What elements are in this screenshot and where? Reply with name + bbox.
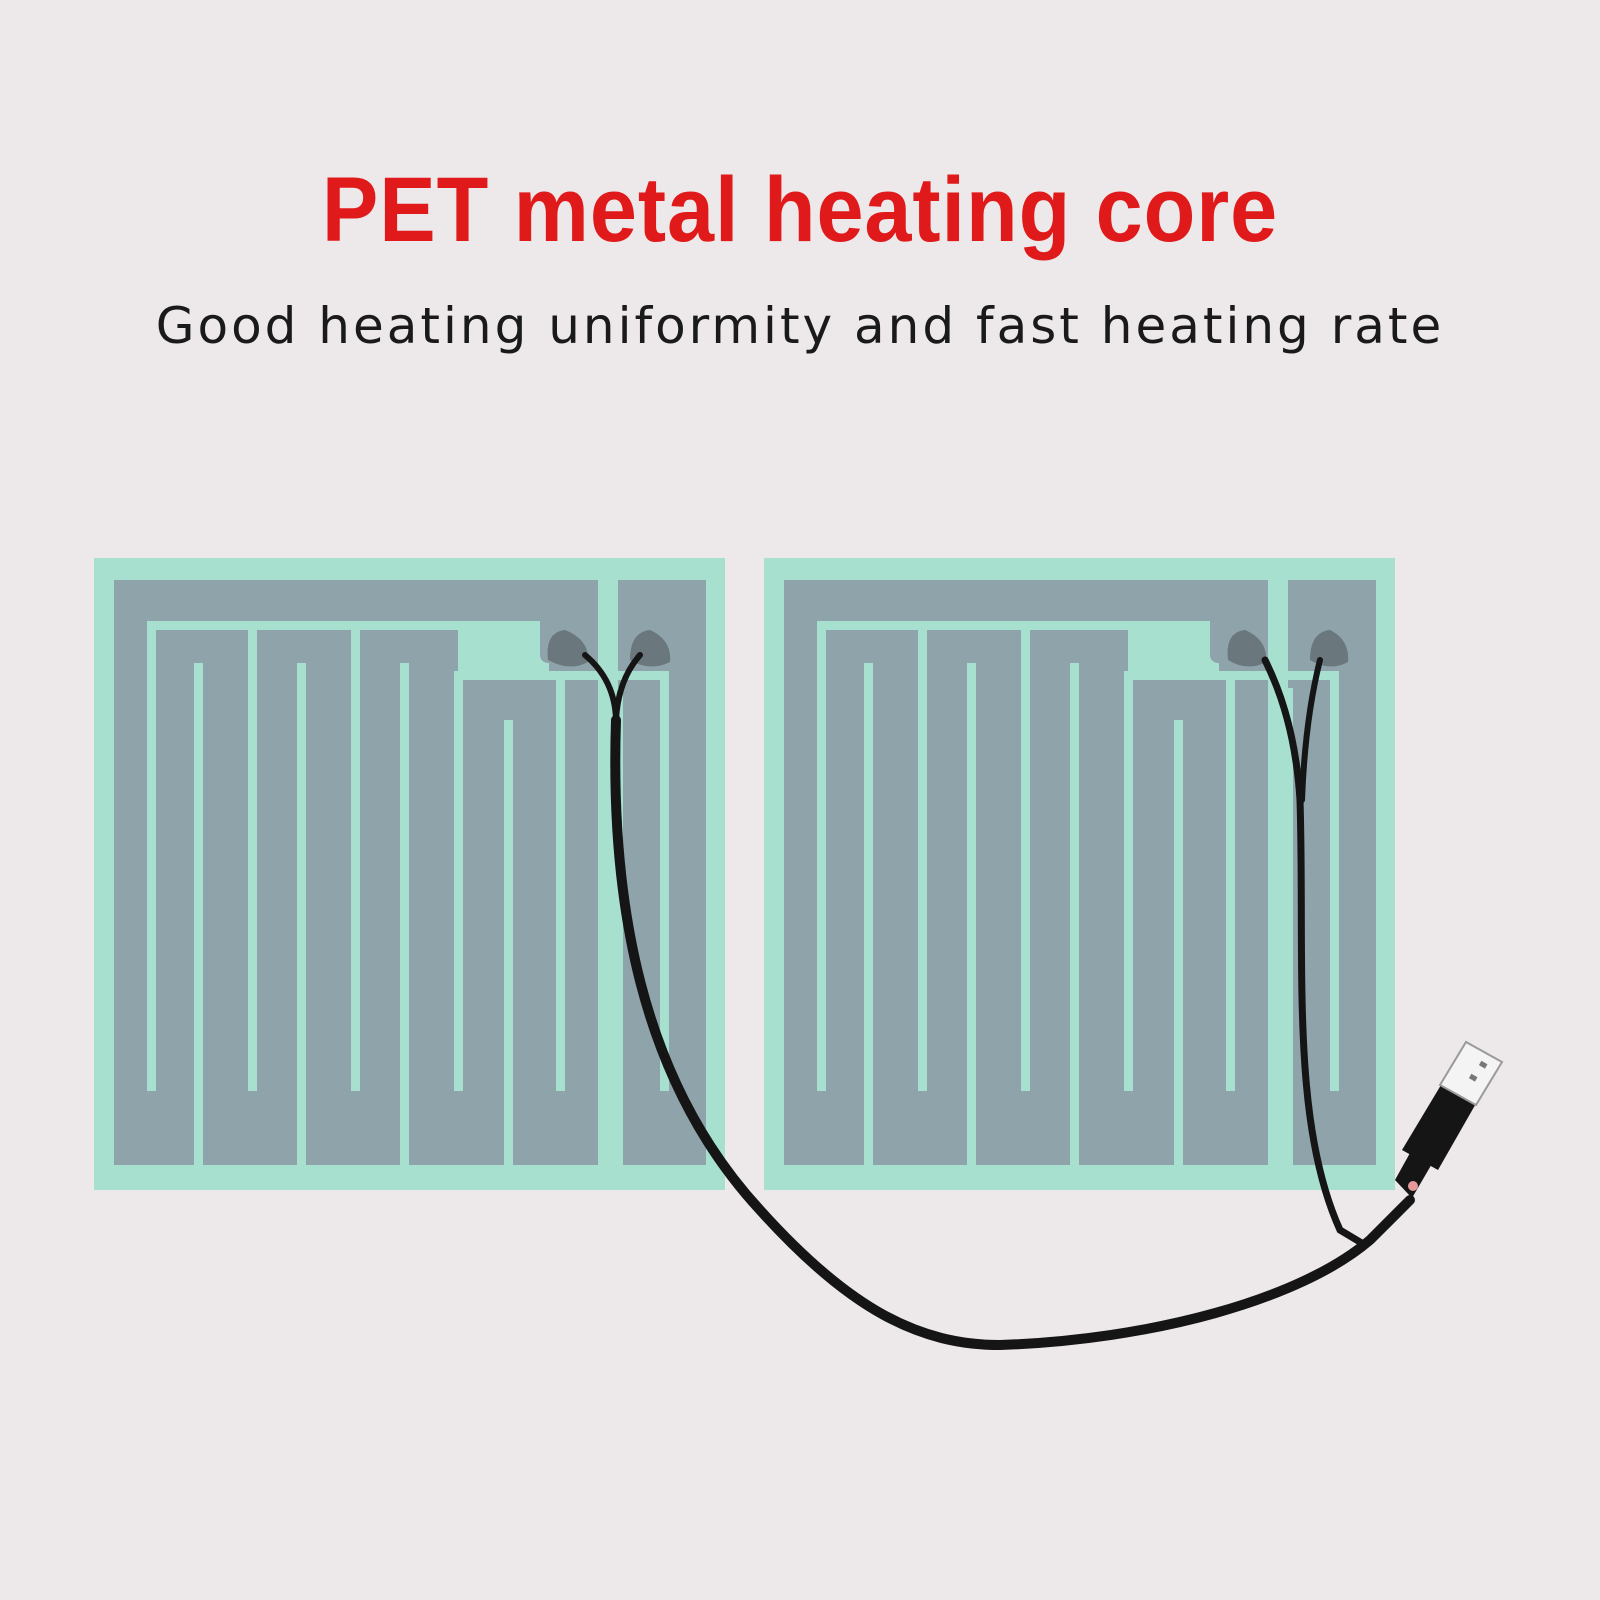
usb-plug bbox=[1395, 1040, 1504, 1198]
usb-connector-icon bbox=[1438, 1040, 1504, 1107]
heating-pad-left bbox=[94, 558, 725, 1190]
headline: PET metal heating core bbox=[321, 159, 1279, 261]
subheadline: Good heating uniformity and fast heating… bbox=[155, 297, 1445, 355]
cable bbox=[582, 652, 1415, 1351]
